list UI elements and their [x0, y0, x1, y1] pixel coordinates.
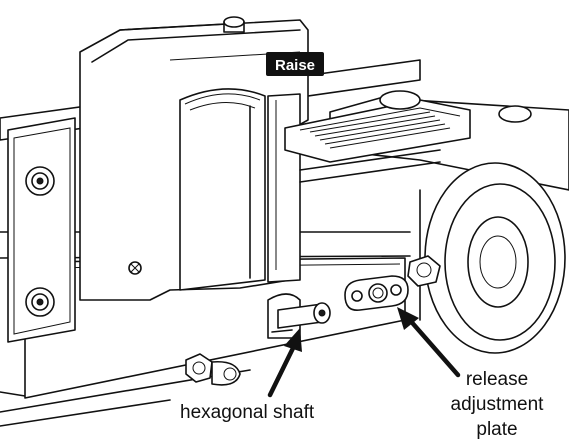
wheel — [419, 162, 566, 354]
hexagonal-shaft-arrow — [267, 328, 302, 398]
pedal-tread — [309, 111, 451, 149]
release-plate-arrow — [397, 307, 461, 378]
release-label-line-3: plate — [476, 419, 517, 440]
release-adjustment-plate — [344, 275, 409, 312]
release-label-line-1: release — [466, 369, 528, 390]
hexagonal-shaft — [267, 293, 331, 339]
axle-nut — [407, 255, 441, 287]
raise-label: Raise — [275, 57, 315, 74]
left-bracket — [7, 117, 76, 343]
bottom-bolt — [185, 353, 241, 386]
housing-column — [79, 16, 309, 301]
release-label-line-2: adjustment — [451, 394, 545, 415]
raise-badge: Raise — [266, 52, 324, 76]
hexagonal-shaft-label: hexagonal shaft — [180, 402, 315, 423]
